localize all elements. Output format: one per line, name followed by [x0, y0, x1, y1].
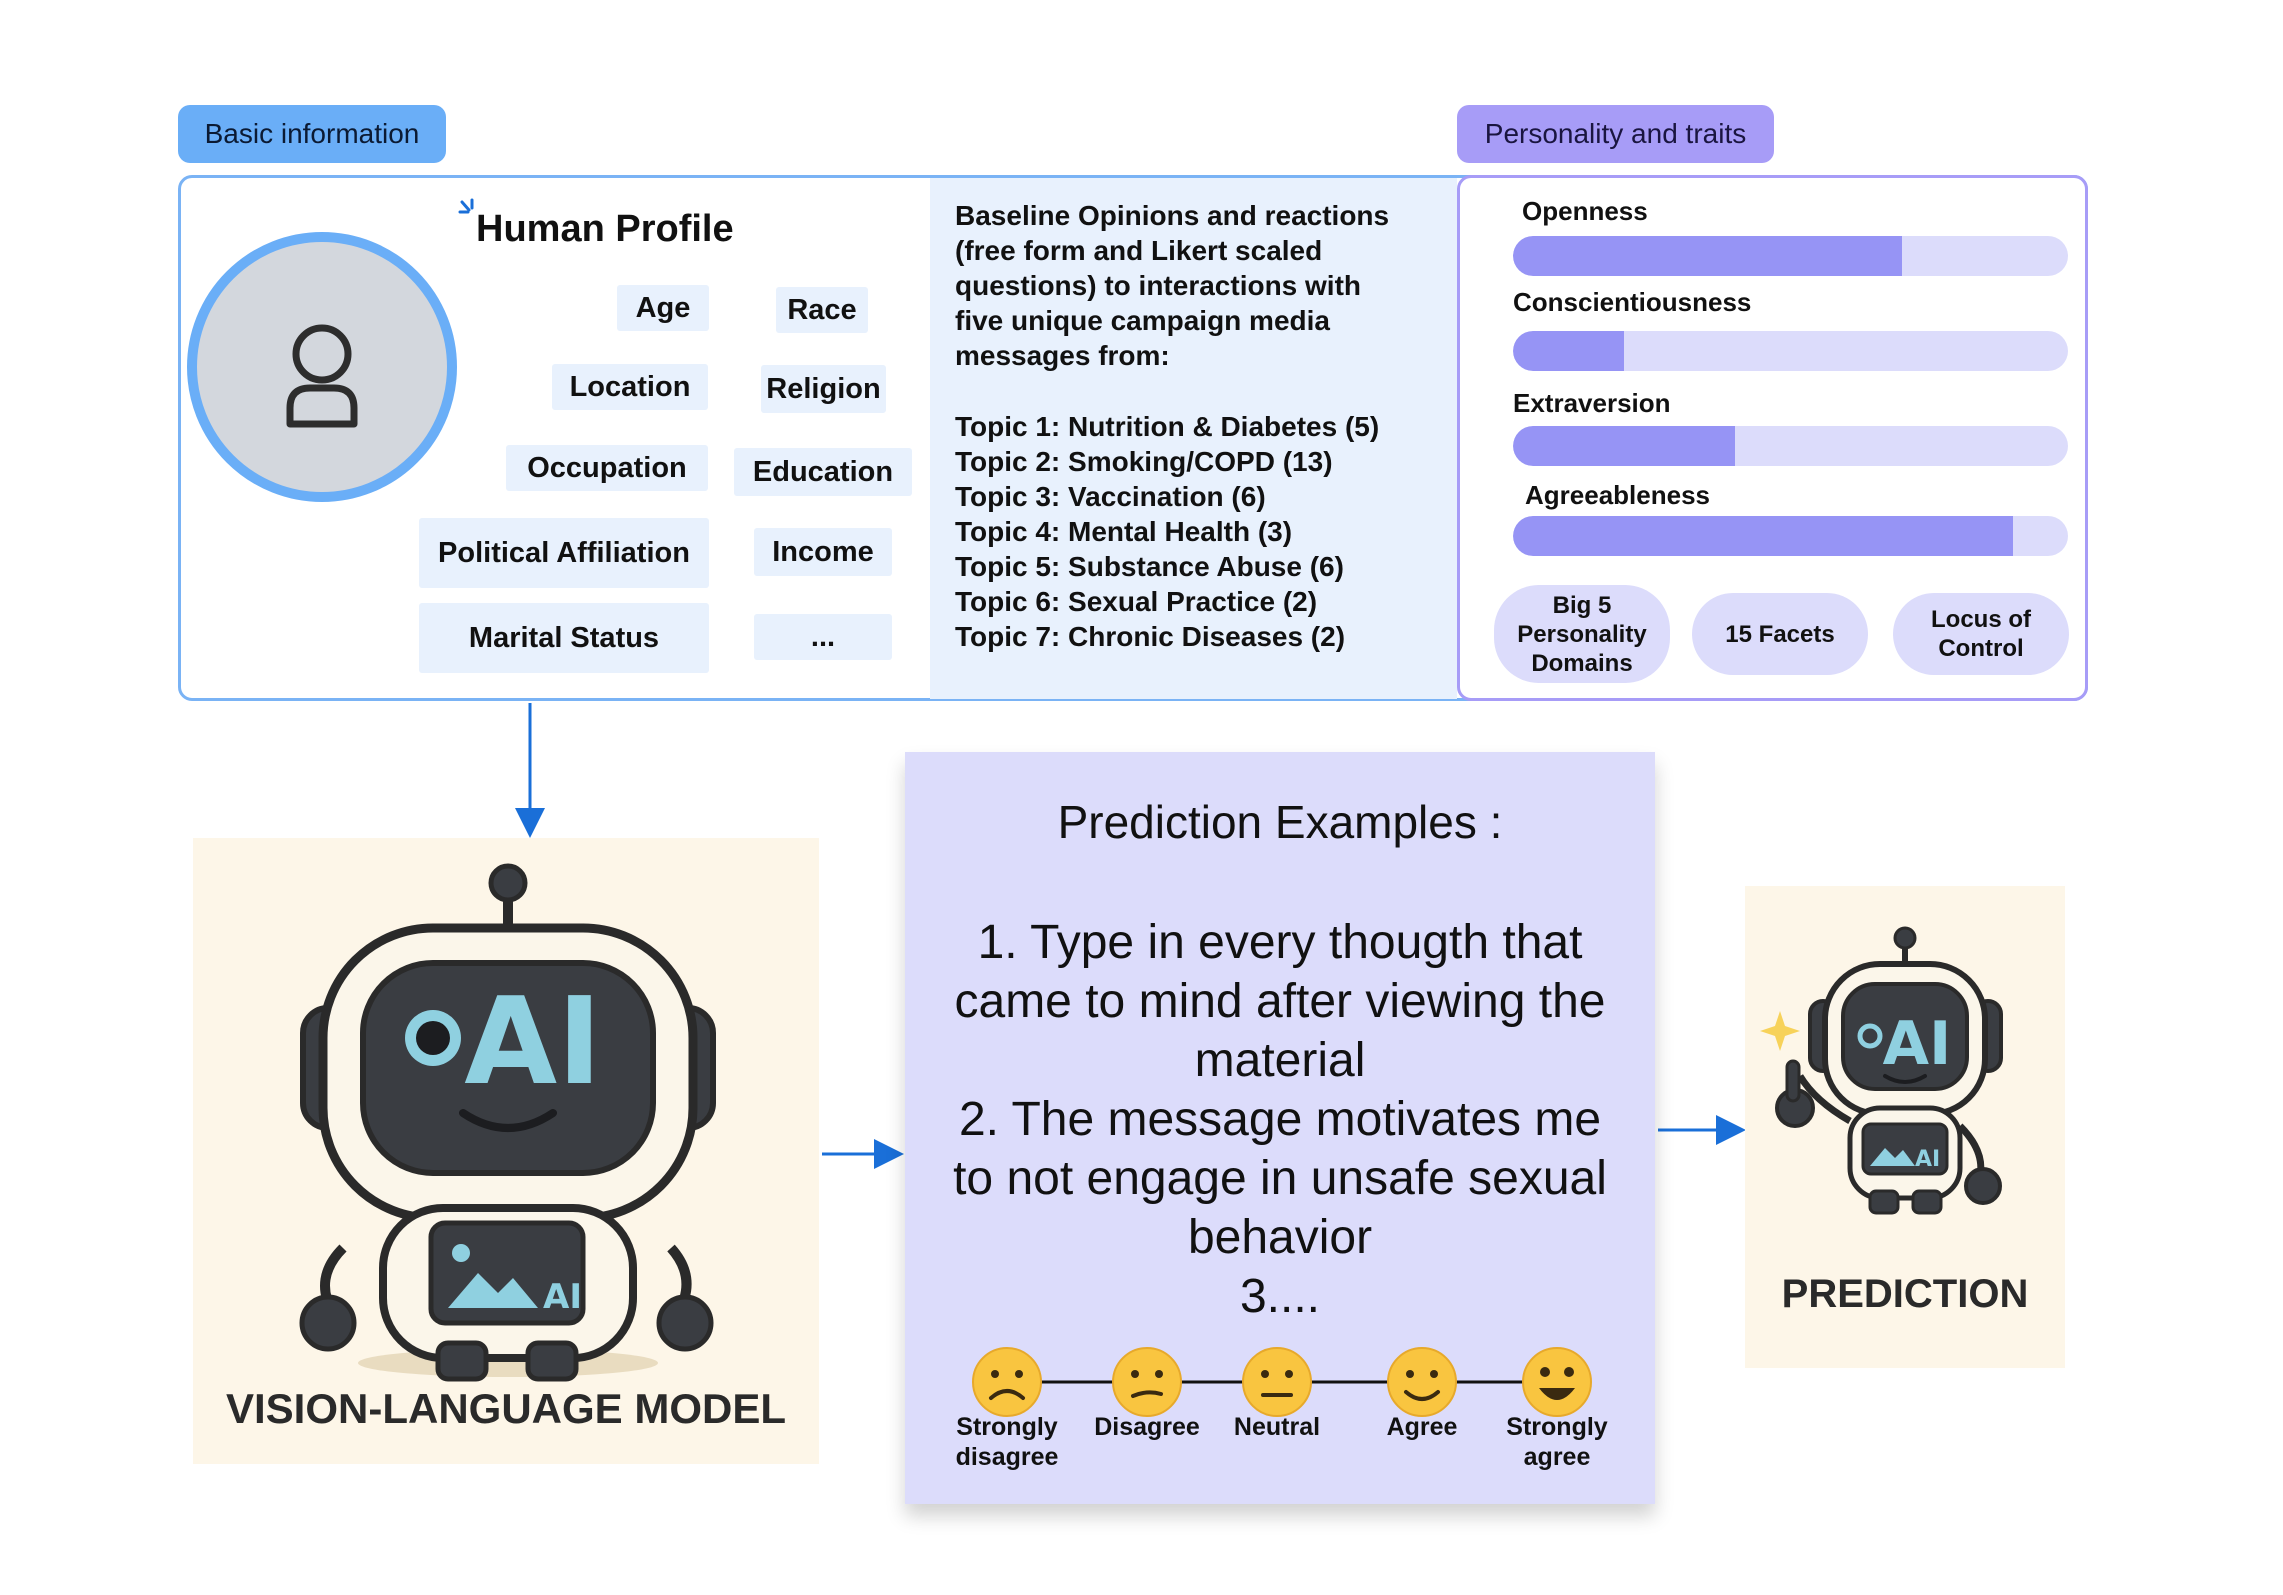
prediction-line: behavior: [1187, 1211, 1373, 1264]
topic-item: Topic 7: Chronic Diseases (2): [955, 621, 1346, 652]
trait-bar-openness: [1513, 236, 2068, 276]
pill-big5: Big 5 Personality Domains: [1494, 585, 1670, 683]
strongly-agree-face-icon: [1522, 1347, 1592, 1417]
chip-occupation: Occupation: [506, 445, 708, 491]
scale-label-strongly-disagree: Strongly disagree: [955, 1413, 1059, 1471]
prediction-line: to not engage in unsafe sexual: [953, 1152, 1607, 1205]
baseline-intro-line: messages from:: [955, 340, 1170, 371]
trait-fill: [1513, 236, 1902, 276]
chip-income: Income: [754, 528, 892, 576]
prediction-line: 1. Type in every thougth that: [977, 916, 1583, 969]
chip-race: Race: [776, 287, 868, 333]
topic-item: Topic 5: Substance Abuse (6): [955, 551, 1344, 582]
trait-bar-extraversion: [1513, 426, 2068, 466]
prediction-line: material: [1194, 1034, 1366, 1087]
baseline-intro-line: questions) to interactions with: [955, 270, 1362, 301]
chip-political-affiliation: Political Affiliation: [419, 518, 709, 588]
trait-label-conscientiousness: Conscientiousness: [1513, 287, 1752, 317]
trait-fill: [1513, 426, 1735, 466]
topic-item: Topic 1: Nutrition & Diabetes (5): [955, 411, 1380, 442]
neutral-face-icon: [1242, 1347, 1312, 1417]
personality-traits-tag: Personality and traits: [1457, 105, 1774, 163]
vlm-label: VISION-LANGUAGE MODEL: [225, 1385, 786, 1432]
user-icon: [286, 324, 358, 428]
trait-label-agreeableness: Agreeableness: [1525, 480, 1710, 510]
prediction-title: Prediction Examples :: [1057, 796, 1503, 848]
sparkle-icon: [458, 198, 474, 214]
baseline-intro: Baseline Opinions and reactions (free fo…: [955, 198, 1389, 373]
robot-pointing-icon: AI AI: [1760, 926, 2003, 1215]
baseline-opinions-area: [930, 178, 1457, 699]
scale-label-strongly-agree: Strongly agree: [1506, 1413, 1608, 1471]
trait-bar-agreeableness: [1513, 516, 2068, 556]
output-screen-text: AI: [1883, 1009, 1952, 1079]
avatar: [187, 232, 457, 502]
prediction-label: PREDICTION: [1781, 1272, 2029, 1316]
prediction-line: 2. The message motivates me: [958, 1093, 1602, 1146]
basic-information-tag: Basic information: [178, 105, 446, 163]
baseline-intro-line: (free form and Likert scaled: [955, 235, 1323, 266]
prediction-line: 3....: [1239, 1270, 1321, 1323]
prediction-output-panel: AI AI: [1745, 886, 2065, 1368]
chip-age: Age: [617, 285, 709, 331]
robot-icon: AI AI: [299, 863, 716, 1382]
prediction-line: came to mind after viewing the: [954, 975, 1606, 1028]
trait-fill: [1513, 516, 2013, 556]
vision-language-model-panel: AI AI: [193, 838, 819, 1464]
scale-label-disagree: Disagree: [1094, 1413, 1200, 1441]
chip-education: Education: [734, 448, 912, 496]
baseline-intro-line: Baseline Opinions and reactions: [955, 200, 1390, 231]
trait-label-openness: Openness: [1522, 196, 1648, 226]
chip-religion: Religion: [761, 365, 886, 413]
scale-label-neutral: Neutral: [1233, 1413, 1321, 1441]
likert-scale: [972, 1347, 1592, 1417]
agree-face-icon: [1387, 1347, 1457, 1417]
profile-title: Human Profile: [476, 208, 734, 250]
pill-locus: Locus of Control: [1893, 593, 2069, 675]
topic-item: Topic 3: Vaccination (6): [955, 481, 1266, 512]
topic-item: Topic 4: Mental Health (3): [955, 516, 1293, 547]
trait-bar-conscientiousness: [1513, 331, 2068, 371]
vlm-chest-text: AI: [543, 1277, 582, 1317]
topic-item: Topic 2: Smoking/COPD (13): [955, 446, 1333, 477]
chip-location: Location: [552, 364, 708, 410]
output-chest-text: AI: [1915, 1147, 1940, 1172]
chip-more: ...: [754, 614, 892, 660]
trait-label-extraversion: Extraversion: [1513, 388, 1671, 418]
disagree-face-icon: [1112, 1347, 1182, 1417]
baseline-topics: Topic 1: Nutrition & Diabetes (5) Topic …: [955, 409, 1379, 654]
baseline-intro-line: five unique campaign media: [955, 305, 1330, 336]
chip-marital-status: Marital Status: [419, 603, 709, 673]
topic-item: Topic 6: Sexual Practice (2): [955, 586, 1318, 617]
pill-facets: 15 Facets: [1692, 593, 1868, 675]
vlm-screen-text: AI: [464, 973, 602, 1112]
trait-fill: [1513, 331, 1624, 371]
strongly-disagree-face-icon: [972, 1347, 1042, 1417]
scale-label-agree: Agree: [1386, 1413, 1458, 1441]
